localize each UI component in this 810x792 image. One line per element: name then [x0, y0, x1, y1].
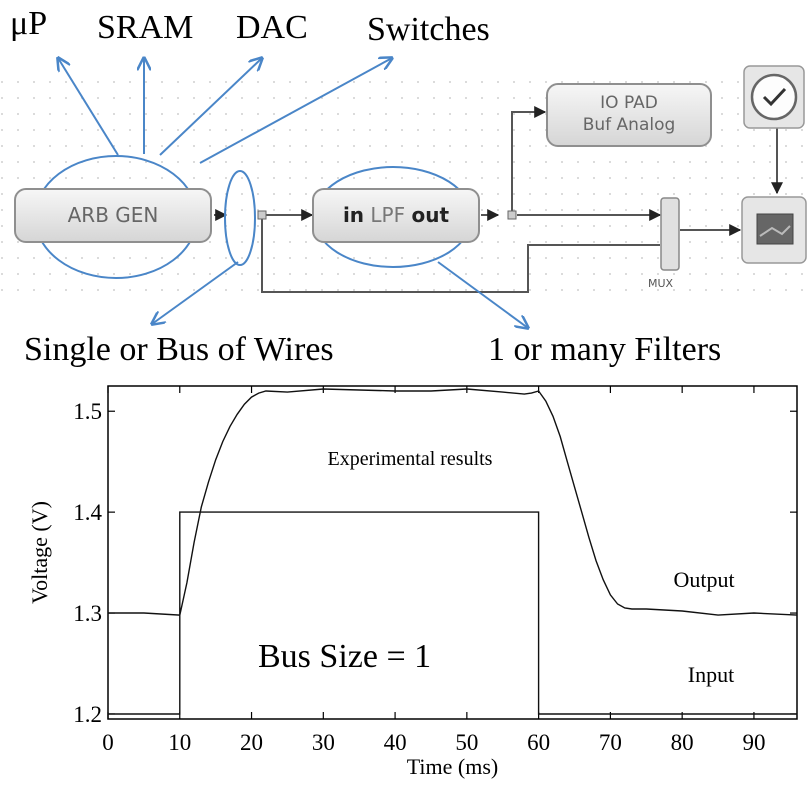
x-tick-label: 40 — [384, 730, 407, 755]
arrow-to-dac — [159, 58, 262, 156]
x-tick-label: 30 — [312, 730, 335, 755]
y-tick-label: 1.3 — [73, 601, 102, 626]
arrow-to-wires — [152, 261, 239, 324]
input-label: Input — [688, 662, 734, 687]
plot-frame — [107, 385, 798, 720]
label-filters: 1 or many Filters — [488, 331, 722, 368]
experimental-results-label: Experimental results — [328, 448, 493, 470]
arrow-to-filters — [437, 261, 528, 328]
wire-highlight — [224, 170, 256, 266]
lpf-out-label: out — [411, 203, 450, 227]
y-tick-label: 1.5 — [73, 399, 102, 424]
y-tick-label: 1.4 — [73, 500, 102, 525]
arb-gen-label: ARB GEN — [67, 203, 159, 227]
block-diagram — [0, 0, 810, 345]
series-line-output — [108, 388, 798, 616]
x-tick-label: 10 — [168, 730, 191, 755]
y-tick-label: 1.2 — [73, 702, 102, 727]
wire-bypass — [261, 215, 660, 293]
clock-icon — [750, 73, 798, 121]
x-axis-label: Time (ms) — [407, 754, 498, 779]
x-tick-label: 50 — [455, 730, 478, 755]
x-tick-label: 80 — [671, 730, 694, 755]
label-dac: DAC — [236, 9, 308, 46]
x-tick-label: 0 — [102, 730, 114, 755]
y-axis-label: Voltage (V) — [27, 501, 52, 604]
io-pad-block: IO PAD Buf Analog — [546, 83, 712, 147]
label-wires: Single or Bus of Wires — [24, 331, 334, 368]
x-tick-label: 90 — [742, 730, 765, 755]
output-label: Output — [673, 567, 734, 592]
wires — [214, 106, 783, 293]
arb-gen-block: ARB GEN — [14, 188, 212, 243]
mux-block — [660, 197, 680, 271]
wire-to-iopad — [511, 106, 547, 215]
io-pad-label: IO PAD — [600, 93, 658, 113]
check-icon — [762, 87, 787, 107]
arrow-to-switches — [199, 58, 392, 164]
buf-analog-label: Buf Analog — [582, 115, 676, 135]
label-up: μP — [10, 5, 48, 42]
mux-label: MUX — [648, 277, 674, 290]
x-tick-label: 70 — [599, 730, 622, 755]
label-switches: Switches — [367, 11, 490, 48]
lpf-label: LPF — [370, 203, 406, 227]
bus-size-label: Bus Size = 1 — [258, 638, 432, 675]
label-sram: SRAM — [97, 9, 194, 46]
x-tick-label: 60 — [527, 730, 550, 755]
lpf-in-label: in — [342, 203, 365, 227]
arrow-to-up — [58, 58, 119, 156]
series-line-input — [108, 511, 797, 715]
wire-junction-1 — [257, 210, 267, 220]
wire-junction-2 — [507, 210, 517, 220]
lpf-block: in LPF out — [312, 188, 480, 243]
x-tick-label: 20 — [240, 730, 263, 755]
